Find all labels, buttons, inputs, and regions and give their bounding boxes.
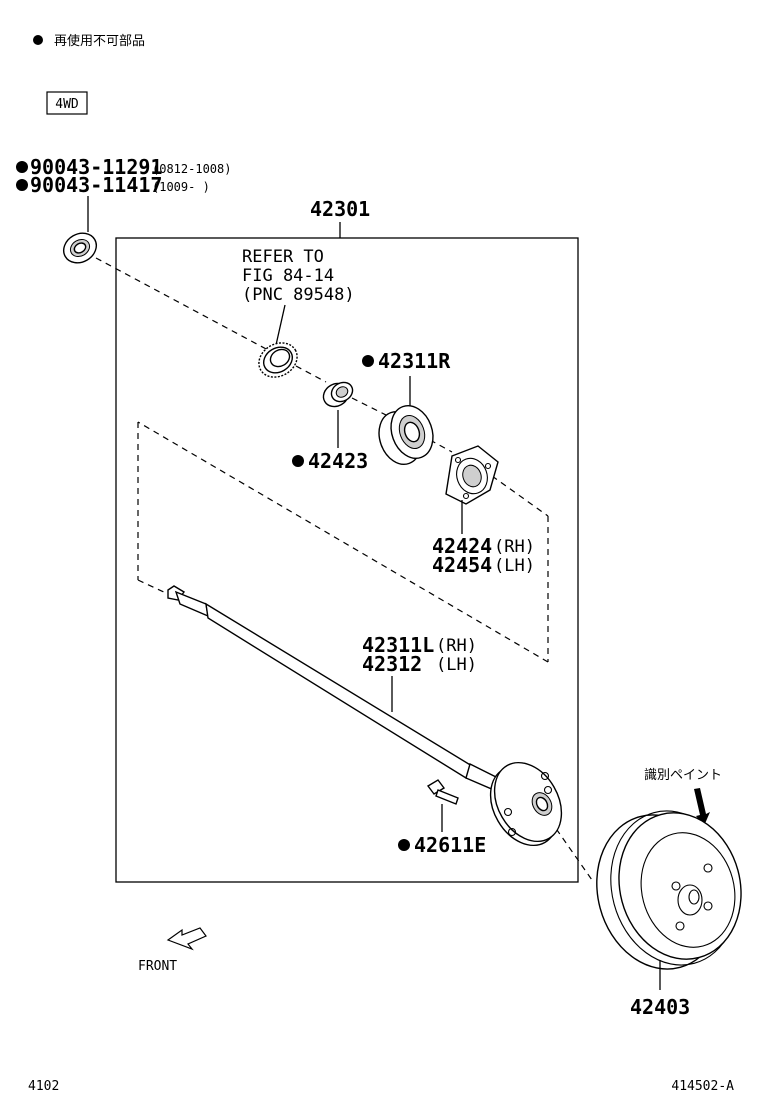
hub-bolt-number[interactable]: 42611E (414, 833, 486, 857)
bearing-part[interactable] (372, 400, 440, 470)
front-arrow-icon (166, 927, 207, 951)
bearing-marker (362, 355, 374, 367)
seal-b-range: (1009- ) (152, 180, 210, 194)
front-label: FRONT (138, 959, 177, 974)
plate-lh-number[interactable]: 42454 (432, 553, 492, 577)
plate-rh-side: (RH) (494, 537, 535, 557)
retainer-part[interactable] (319, 379, 356, 411)
plate-rh-number[interactable]: 42424 (432, 534, 492, 558)
legend-text: 再使用不可部品 (54, 33, 145, 49)
axle-shaft-part[interactable] (167, 585, 575, 857)
retainer-marker (292, 455, 304, 467)
seal-a-marker (16, 161, 28, 173)
seal-b-number[interactable]: 90043-11417 (30, 173, 162, 197)
legend-marker (33, 35, 43, 45)
axle-assy-number[interactable]: 42301 (310, 197, 370, 221)
refer-line3[interactable]: (PNC 89548) (242, 285, 355, 305)
shaft-rh-number[interactable]: 42311L (362, 633, 434, 657)
shaft-lh-number[interactable]: 42312 (362, 652, 422, 676)
bearing-plate-part[interactable] (445, 445, 499, 505)
badge-box (46, 91, 88, 115)
sensor-rotor-part[interactable] (253, 336, 304, 384)
bearing-number[interactable]: 42311R (378, 349, 451, 373)
refer-line2: FIG 84-14 (242, 266, 334, 286)
paint-arrow (694, 788, 710, 826)
hub-bolt-part[interactable] (426, 779, 459, 805)
drum-number[interactable]: 42403 (630, 995, 690, 1019)
plate-lh-side: (LH) (494, 556, 535, 576)
seal-b-marker (16, 179, 28, 191)
refer-line1: REFER TO (242, 247, 324, 267)
footer-left: 4102 (28, 1079, 59, 1094)
seal-a-range: (0812-1008) (152, 162, 231, 176)
shaft-rh-side: (RH) (436, 636, 477, 656)
assembly-box (115, 237, 579, 883)
seal-a-number[interactable]: 90043-11291 (30, 155, 162, 179)
shaft-lh-side: (LH) (436, 655, 477, 675)
badge-label: 4WD (55, 97, 79, 112)
oil-seal-part[interactable] (58, 227, 101, 268)
hub-bolt-marker (398, 839, 410, 851)
brake-drum-part[interactable] (580, 797, 757, 984)
footer-right: 414502-A (671, 1079, 734, 1094)
retainer-number[interactable]: 42423 (308, 449, 368, 473)
paint-label: 識別ペイント (644, 768, 722, 783)
